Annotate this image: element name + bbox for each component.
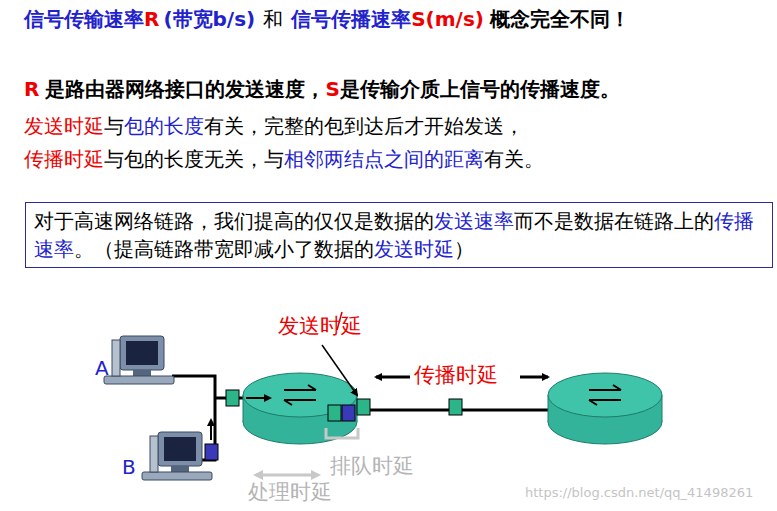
text-line: R是路由器网络接口的发送速度，S是传输介质上信号的传播速度。: [24, 76, 620, 102]
text-run: 是传输介质上信号的传播速度。: [340, 77, 620, 101]
processing-arrow: [256, 474, 318, 477]
text-line: 传播时延与包的长度无关，与相邻两结点之间的距离有关。: [24, 146, 544, 172]
text-run: 信号传播速率: [291, 7, 411, 31]
delay-label: 排队时延: [330, 454, 414, 479]
router-symbol: [243, 373, 357, 444]
delay-label: 处理时延: [248, 480, 332, 505]
text-run: 和: [263, 7, 283, 31]
text-run: 相邻两结点之间的距离: [284, 147, 484, 171]
text-run: 传播时延: [24, 147, 104, 171]
watermark: https://blog.csdn.net/qq_41498261: [525, 484, 753, 501]
computer-icon: [142, 432, 212, 480]
text-run: R: [144, 7, 159, 31]
leader-line: [322, 345, 357, 395]
text-run: 有关，完整的包到达后才开始发送，: [204, 114, 524, 138]
delay-arrow: [376, 376, 410, 379]
text-run: 包的长度: [124, 114, 204, 138]
router-symbol: [548, 373, 662, 444]
text-run: 是路由器网络接口的发送速度，: [45, 77, 325, 101]
packet-arrow: [246, 397, 270, 399]
delay-label: 发送时延: [278, 314, 362, 339]
text-run: 与包的长度无关，与: [104, 147, 284, 171]
text-line: 信号传输速率R(带宽b/s) 和信号传播速率S(m/s)概念完全不同！: [24, 6, 630, 32]
text-run: 与: [104, 114, 124, 138]
host-label: A: [95, 356, 109, 380]
note-text: 发送时延: [374, 237, 454, 261]
text-run: 有关。: [484, 147, 544, 171]
note-text: ）: [454, 237, 474, 261]
text-run: S(m/s): [411, 7, 484, 31]
wire: [172, 376, 550, 460]
note-box: 对于高速网络链路，我们提高的仅仅是数据的发送速率而不是数据在链路上的传播速率。（…: [25, 202, 773, 268]
text-run: R: [24, 77, 39, 101]
text-run: S: [325, 77, 339, 101]
queue-bracket: [326, 428, 358, 438]
text-run: 概念完全不同！: [490, 7, 630, 31]
text-line: 发送时延与包的长度有关，完整的包到达后才开始发送，: [24, 113, 524, 139]
text-run: 发送时延: [24, 114, 104, 138]
note-text: 而不是数据在链路上的: [514, 209, 714, 233]
computer-icon: [104, 336, 174, 384]
packet: [205, 390, 462, 460]
delay-arrow: [520, 376, 548, 379]
delay-label: 传播时延: [414, 363, 498, 388]
packet-arrow: [210, 420, 212, 440]
host-label: B: [122, 455, 136, 479]
text-run: (带宽b/s): [163, 7, 255, 31]
note-text: 对于高速网络链路，我们提高的仅仅是数据的: [34, 209, 434, 233]
note-text: 。（提高链路带宽即减小了数据的: [74, 237, 374, 261]
note-text: 发送速率: [434, 209, 514, 233]
text-run: 信号传输速率: [24, 7, 144, 31]
